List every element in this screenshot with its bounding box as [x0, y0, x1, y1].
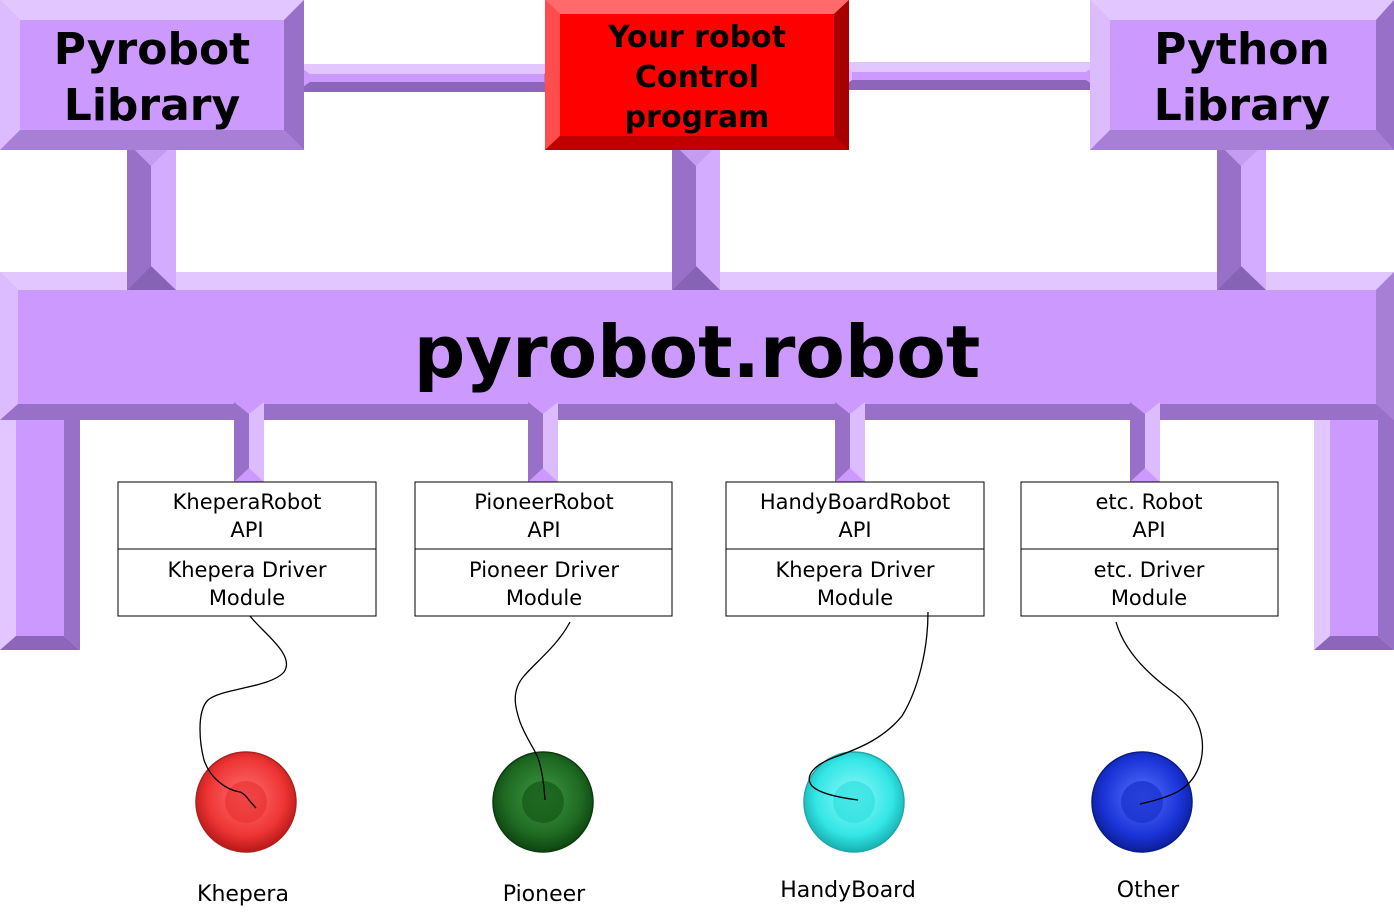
bus-connector-pioneer	[528, 402, 558, 482]
pyrobot-library-block: Pyrobot Library	[0, 0, 304, 150]
robot-other	[1091, 751, 1193, 853]
bus-connector-other	[1130, 402, 1160, 482]
python-library-line2: Library	[1154, 80, 1330, 131]
bus-right-leg	[1314, 420, 1394, 650]
driver-label-line1: Khepera Driver	[775, 558, 934, 582]
connector-pyrobot-to-bus	[127, 142, 176, 290]
robot-label-khepera: Khepera	[197, 882, 289, 907]
cable-handyboard	[808, 611, 929, 801]
driver-label-line1: Khepera Driver	[167, 558, 326, 582]
control-program-line3: program	[625, 100, 770, 135]
control-program-line2: Control	[635, 60, 759, 95]
bus-connector-khepera	[234, 402, 264, 482]
connector-program-to-bus	[672, 142, 720, 290]
module-box-pioneer: PioneerRobot API Pioneer Driver Module	[414, 481, 673, 617]
robot-handyboard	[803, 751, 905, 853]
bus-connector-handyboard	[835, 402, 865, 482]
control-program-line1: Your robot	[607, 20, 786, 55]
api-label-line2: API	[527, 518, 560, 542]
bus-label: pyrobot.robot	[414, 310, 981, 394]
driver-label-line2: Module	[817, 586, 893, 610]
bus-left-leg	[0, 420, 80, 650]
pyrobot-library-line1: Pyrobot	[54, 24, 250, 75]
driver-label-line2: Module	[209, 586, 285, 610]
cable-khepera	[199, 615, 287, 809]
robot-label-other: Other	[1117, 878, 1180, 903]
robot-label-handyboard: HandyBoard	[780, 878, 916, 903]
robot-khepera	[195, 751, 297, 853]
driver-label-line2: Module	[1111, 586, 1187, 610]
driver-label-line1: Pioneer Driver	[469, 558, 619, 582]
python-library-line1: Python	[1154, 24, 1330, 75]
connector-pyrobot-to-program	[296, 64, 558, 92]
api-label-line2: API	[838, 518, 871, 542]
cable-pioneer	[514, 621, 571, 801]
connector-program-to-python	[838, 62, 1100, 90]
control-program-block: Your robot Control program	[545, 0, 849, 150]
api-label-line1: PioneerRobot	[474, 490, 614, 514]
cable-other	[1115, 621, 1204, 805]
python-library-block: Python Library	[1090, 0, 1394, 150]
api-label-line1: KheperaRobot	[173, 490, 322, 514]
robot-label-pioneer: Pioneer	[503, 882, 586, 907]
driver-label-line2: Module	[506, 586, 582, 610]
api-label-line2: API	[230, 518, 263, 542]
driver-label-line1: etc. Driver	[1094, 558, 1205, 582]
api-label-line1: HandyBoardRobot	[760, 490, 950, 514]
pyrobot-library-line2: Library	[64, 80, 240, 131]
module-box-other: etc. Robot API etc. Driver Module	[1020, 481, 1279, 617]
api-label-line2: API	[1132, 518, 1165, 542]
module-box-handyboard: HandyBoardRobot API Khepera Driver Modul…	[725, 481, 985, 617]
api-label-line1: etc. Robot	[1096, 490, 1203, 514]
connector-python-to-bus	[1217, 142, 1266, 290]
robot-pioneer	[492, 751, 594, 853]
module-box-khepera: KheperaRobot API Khepera Driver Module	[117, 481, 377, 617]
